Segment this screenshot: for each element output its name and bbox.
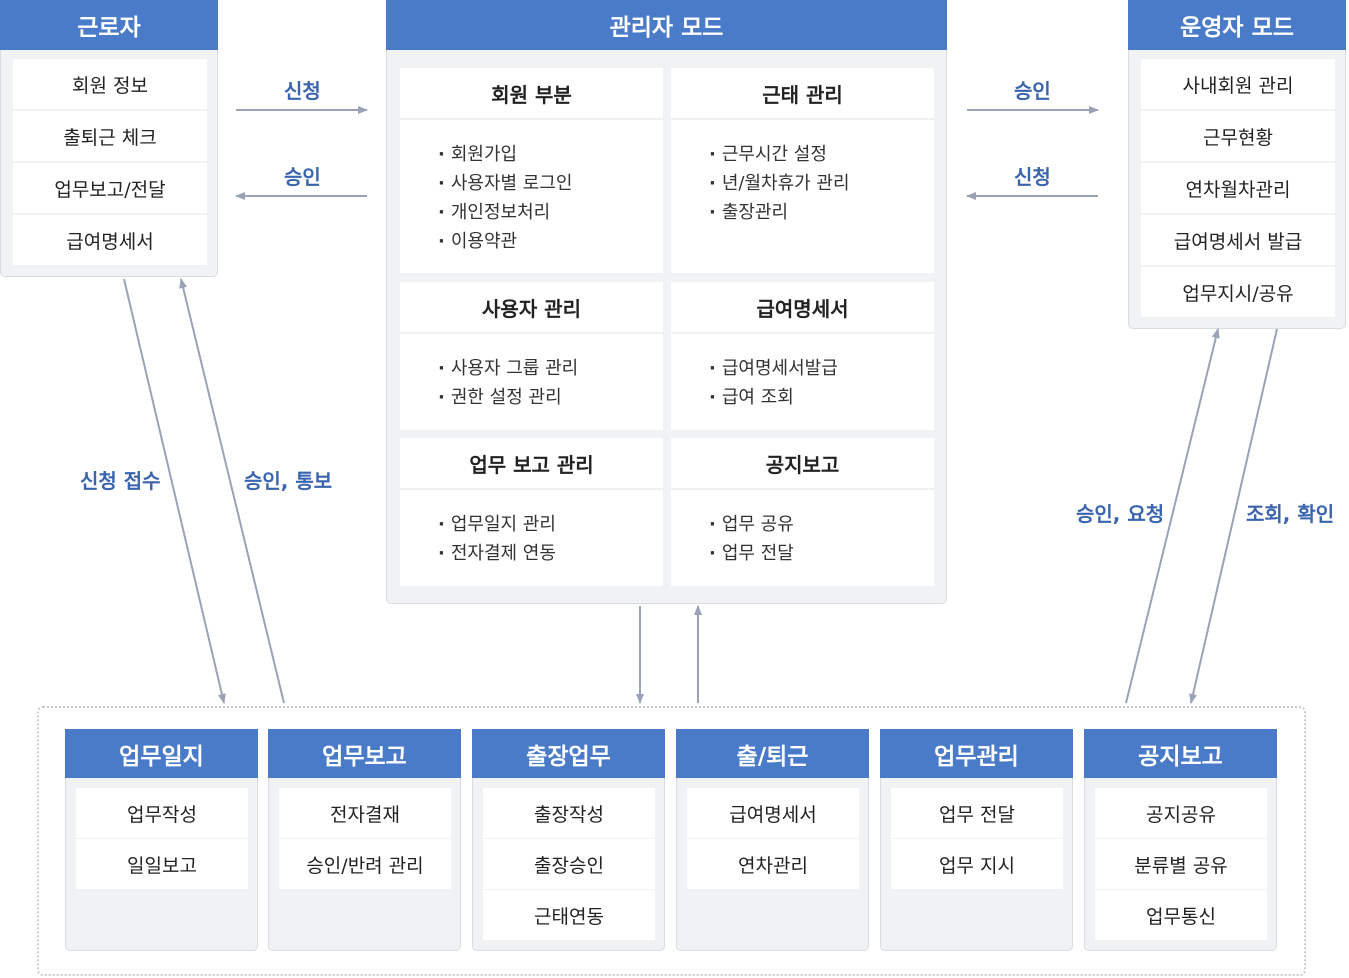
module-item: 근태연동 [483,890,655,940]
module-item: 출장승인 [483,839,655,889]
arrow-worker-down [123,278,226,704]
worker-item-member-info: 회원 정보 [13,59,207,109]
module-item: 출장작성 [483,788,655,838]
admin-cell-payslip-list: 급여명세서발급 급여 조회 [709,354,838,412]
worker-item-work-report: 업무보고/전달 [13,163,207,213]
list-item: 전자결제 연동 [438,539,556,568]
module-work-management: 업무관리 업무 전달 업무 지시 [880,729,1073,951]
list-item: 년/월차휴가 관리 [709,169,850,198]
module-item: 업무통신 [1095,890,1267,940]
worker-panel-title: 근로자 [0,0,218,50]
operator-item-work-instruction: 업무지시/공유 [1141,267,1335,317]
operator-panel: 운영자 모드 사내회원 관리 근무현황 연차월차관리 급여명세서 발급 업무지시… [1128,0,1346,329]
admin-cell-member: 회원 부분 회원가입 사용자별 로그인 개인정보처리 이용약관 [400,68,663,273]
module-notice: 공지보고 공지공유 분류별 공유 업무통신 [1084,729,1277,951]
module-item: 공지공유 [1095,788,1267,838]
label-operator-down: 조회, 확인 [1246,502,1335,526]
operator-item-member-management: 사내회원 관리 [1141,59,1335,109]
admin-cell-user: 사용자 관리 사용자 그룹 관리 권한 설정 관리 [400,282,663,430]
module-item: 분류별 공유 [1095,839,1267,889]
label-operator-to-admin: 신청 [1014,165,1051,189]
module-item: 전자결재 [279,788,451,838]
admin-cell-attendance-title: 근태 관리 [671,68,934,120]
admin-cell-work-report-title: 업무 보고 관리 [400,438,663,490]
label-operator-up: 승인, 요청 [1076,502,1165,526]
admin-cell-notice-list: 업무 공유 업무 전달 [709,510,794,568]
module-item: 업무 지시 [891,839,1063,889]
list-item: 권한 설정 관리 [438,383,578,412]
list-item: 근무시간 설정 [709,140,850,169]
admin-cell-work-report: 업무 보고 관리 업무일지 관리 전자결제 연동 [400,438,663,586]
admin-cell-attendance-list: 근무시간 설정 년/월차휴가 관리 출장관리 [709,140,850,227]
module-item: 업무작성 [76,788,248,838]
module-item: 승인/반려 관리 [279,839,451,889]
list-item: 급여 조회 [709,383,838,412]
module-work-report-title: 업무보고 [268,729,461,778]
admin-panel: 관리자 모드 회원 부분 회원가입 사용자별 로그인 개인정보처리 이용약관 근… [386,0,947,604]
admin-cell-payslip: 급여명세서 급여명세서발급 급여 조회 [671,282,934,430]
admin-cell-user-list: 사용자 그룹 관리 권한 설정 관리 [438,354,578,412]
label-admin-to-worker: 승인 [284,165,321,189]
admin-cell-member-list: 회원가입 사용자별 로그인 개인정보처리 이용약관 [438,140,573,256]
label-worker-to-admin: 신청 [284,79,321,103]
label-admin-to-operator: 승인 [1014,79,1051,103]
admin-cell-notice-title: 공지보고 [671,438,934,490]
list-item: 업무일지 관리 [438,510,556,539]
arrow-worker-up [179,278,285,704]
label-worker-up: 승인, 통보 [244,469,333,493]
worker-panel: 근로자 회원 정보 출퇴근 체크 업무보고/전달 급여명세서 [0,0,218,277]
module-work-log: 업무일지 업무작성 일일보고 [65,729,258,951]
list-item: 회원가입 [438,140,573,169]
operator-item-leave-management: 연차월차관리 [1141,163,1335,213]
module-commute-title: 출/퇴근 [676,729,869,778]
admin-cell-payslip-title: 급여명세서 [671,282,934,334]
operator-item-work-status: 근무현황 [1141,111,1335,161]
list-item: 출장관리 [709,198,850,227]
module-business-trip-title: 출장업무 [472,729,665,778]
label-worker-down: 신청 접수 [80,469,161,493]
module-item: 일일보고 [76,839,248,889]
module-notice-title: 공지보고 [1084,729,1277,778]
module-commute: 출/퇴근 급여명세서 연차관리 [676,729,869,951]
admin-cell-work-report-list: 업무일지 관리 전자결제 연동 [438,510,556,568]
module-item: 급여명세서 [687,788,859,838]
list-item: 이용약관 [438,227,573,256]
module-item: 연차관리 [687,839,859,889]
module-work-management-title: 업무관리 [880,729,1073,778]
list-item: 사용자별 로그인 [438,169,573,198]
module-work-log-title: 업무일지 [65,729,258,778]
module-work-report: 업무보고 전자결재 승인/반려 관리 [268,729,461,951]
list-item: 급여명세서발급 [709,354,838,383]
list-item: 사용자 그룹 관리 [438,354,578,383]
module-item: 업무 전달 [891,788,1063,838]
admin-cell-attendance: 근태 관리 근무시간 설정 년/월차휴가 관리 출장관리 [671,68,934,273]
module-container [37,706,1306,976]
worker-item-attendance-check: 출퇴근 체크 [13,111,207,161]
admin-cell-user-title: 사용자 관리 [400,282,663,334]
worker-item-payslip: 급여명세서 [13,215,207,265]
list-item: 업무 전달 [709,539,794,568]
list-item: 업무 공유 [709,510,794,539]
admin-panel-title: 관리자 모드 [386,0,947,50]
arrow-operator-up [1125,328,1220,704]
module-business-trip: 출장업무 출장작성 출장승인 근태연동 [472,729,665,951]
admin-cell-member-title: 회원 부분 [400,68,663,120]
operator-item-payslip-issue: 급여명세서 발급 [1141,215,1335,265]
arrow-operator-down [1189,328,1278,704]
list-item: 개인정보처리 [438,198,573,227]
admin-cell-notice: 공지보고 업무 공유 업무 전달 [671,438,934,586]
operator-panel-title: 운영자 모드 [1128,0,1346,50]
